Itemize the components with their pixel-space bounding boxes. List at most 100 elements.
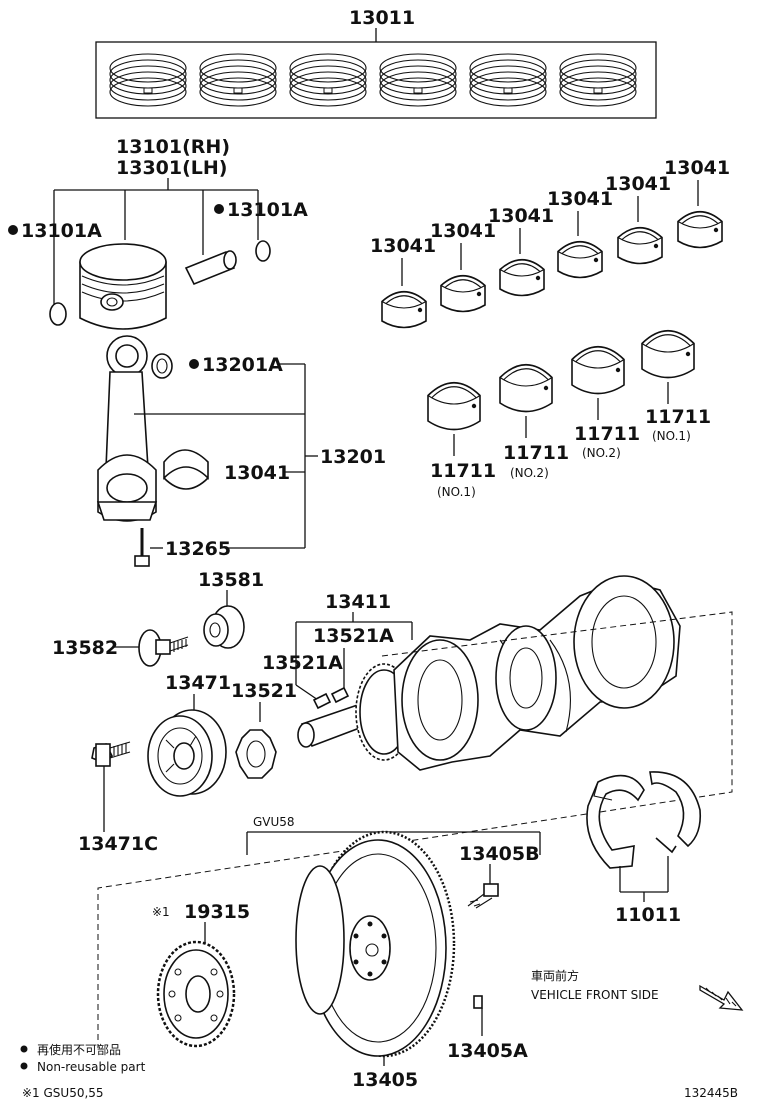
piston-ring-icon bbox=[559, 53, 637, 107]
label-13405a: 13405A bbox=[447, 1040, 528, 1062]
diagram-id: 132445B bbox=[684, 1086, 738, 1100]
label-13041-6: 13041 bbox=[664, 157, 730, 179]
label-11711-no2-right-sub: (NO.2) bbox=[582, 446, 621, 460]
bearing-shell-icon bbox=[641, 330, 695, 379]
piston-ring-icon bbox=[469, 53, 547, 107]
label-11711-no2-left: 11711 bbox=[503, 442, 569, 464]
sprocket-icon bbox=[235, 729, 277, 779]
piston-pin-icon bbox=[184, 250, 237, 286]
snap-ring-icon bbox=[255, 240, 271, 262]
bearing-shell-icon bbox=[499, 364, 553, 413]
label-13581: 13581 bbox=[198, 569, 264, 591]
conrod-bearing-icon bbox=[163, 449, 209, 490]
crankshaft-icon bbox=[297, 575, 681, 771]
connecting-rod-group[interactable]: 13201A 13041 13265 13201 bbox=[96, 335, 386, 567]
label-13101a-right: 13101A bbox=[227, 199, 308, 221]
label-13041-1: 13041 bbox=[370, 235, 436, 257]
crankshaft[interactable]: 13411 13521A 13521A bbox=[262, 575, 681, 771]
label-13582: 13582 bbox=[52, 637, 118, 659]
bearing-shell-icon bbox=[677, 210, 723, 249]
label-13041-5: 13041 bbox=[605, 173, 671, 195]
bearing-shell-icon bbox=[557, 240, 603, 279]
label-19315: 19315 bbox=[184, 901, 250, 923]
signal-plate[interactable]: ※1 19315 bbox=[152, 901, 250, 1048]
front-direction: 車両前方 VEHICLE FRONT SIDE bbox=[531, 968, 744, 1011]
label-13011: 13011 bbox=[349, 7, 415, 29]
flywheel-icon bbox=[295, 830, 456, 1058]
thrust-washer-icon bbox=[586, 771, 702, 869]
label-13411: 13411 bbox=[325, 591, 391, 613]
thrust-washer-set[interactable]: 11011 bbox=[586, 771, 702, 926]
piston-ring-set[interactable]: 13011 bbox=[95, 7, 657, 119]
dashed-boundary bbox=[97, 611, 733, 1048]
label-11711-no1-left: 11711 bbox=[430, 460, 496, 482]
flywheel-pin-icon bbox=[473, 995, 483, 1009]
conrod-bolt-icon bbox=[134, 528, 150, 567]
front-arrow-icon bbox=[699, 984, 744, 1011]
label-11011: 11011 bbox=[615, 904, 681, 926]
flywheel-bolt-icon bbox=[467, 883, 499, 909]
legend-jp: 再使用不可部品 bbox=[37, 1042, 121, 1057]
piston-ring-icon bbox=[199, 53, 277, 107]
label-13101a-left: 13101A bbox=[21, 220, 102, 242]
snap-ring-icon bbox=[49, 302, 67, 326]
label-13101rh: 13101(RH) bbox=[116, 136, 230, 158]
piston-group[interactable]: 13101(RH) 13301(LH) 13101A 13101A bbox=[8, 136, 308, 330]
bearing-shell-icon bbox=[617, 226, 663, 265]
pulley-washer[interactable]: 13581 bbox=[198, 569, 264, 649]
pulley-bolt-sub[interactable]: 13471C bbox=[78, 741, 158, 855]
non-reusable-marker-icon bbox=[8, 225, 18, 235]
non-reusable-marker-icon bbox=[214, 204, 224, 214]
flywheel-group[interactable]: GVU58 13405B 13405A bbox=[246, 815, 541, 1091]
label-11711-no2-left-sub: (NO.2) bbox=[510, 466, 549, 480]
label-11711-no2-right: 11711 bbox=[574, 423, 640, 445]
washer-icon bbox=[203, 605, 245, 649]
label-13041-3: 13041 bbox=[488, 205, 554, 227]
crank-pulley[interactable]: 13471 bbox=[147, 672, 231, 797]
pulley-icon bbox=[147, 709, 227, 797]
legend-marker-icon bbox=[20, 1062, 28, 1070]
label-gvu58: GVU58 bbox=[253, 815, 295, 829]
label-13041-4: 13041 bbox=[547, 188, 613, 210]
bearing-shell-icon bbox=[499, 258, 545, 297]
legend-marker-icon bbox=[20, 1045, 28, 1053]
piston-ring-icon bbox=[379, 53, 457, 107]
label-13471: 13471 bbox=[165, 672, 231, 694]
front-jp-label: 車両前方 bbox=[531, 968, 579, 983]
crank-key-icon bbox=[312, 686, 350, 710]
connecting-rod-icon bbox=[96, 335, 158, 522]
bearing-shell-icon bbox=[571, 346, 625, 395]
front-en-label: VEHICLE FRONT SIDE bbox=[531, 988, 659, 1002]
legend-en: Non-reusable part bbox=[37, 1060, 146, 1074]
label-13405b: 13405B bbox=[459, 843, 540, 865]
label-13521a-upper: 13521A bbox=[313, 625, 394, 647]
footnote: ※1 GSU50,55 bbox=[22, 1086, 104, 1100]
bearing-shell-icon bbox=[440, 274, 486, 313]
label-13265: 13265 bbox=[165, 538, 231, 560]
label-13521: 13521 bbox=[231, 680, 297, 702]
legend: 再使用不可部品 Non-reusable part ※1 GSU50,55 13… bbox=[20, 1042, 738, 1100]
bearings-11711[interactable]: 11711 (NO.1) 11711 (NO.2) 11711 (NO.2) 1… bbox=[427, 330, 711, 499]
piston-icon bbox=[79, 243, 167, 330]
signal-plate-icon bbox=[156, 940, 236, 1048]
label-13521a-lower: 13521A bbox=[262, 652, 343, 674]
piston-ring-icon bbox=[289, 53, 367, 107]
bearings-13041[interactable]: 13041 13041 13041 13041 13041 13041 bbox=[370, 157, 730, 329]
label-13405: 13405 bbox=[352, 1069, 418, 1091]
label-13201a: 13201A bbox=[202, 354, 283, 376]
label-13301lh: 13301(LH) bbox=[116, 157, 227, 179]
label-13471c: 13471C bbox=[78, 833, 158, 855]
label-11711-no1-right-sub: (NO.1) bbox=[652, 429, 691, 443]
bearing-shell-icon bbox=[427, 382, 481, 431]
label-11711-no1-left-sub: (NO.1) bbox=[437, 485, 476, 499]
label-11711-no1-right: 11711 bbox=[645, 406, 711, 428]
pulley-bolt[interactable]: 13582 bbox=[52, 629, 189, 667]
bolt-icon bbox=[138, 629, 189, 667]
non-reusable-marker-icon bbox=[189, 359, 199, 369]
bolt-icon bbox=[91, 741, 131, 767]
bearing-shell-icon bbox=[381, 290, 427, 329]
label-13041-conrod: 13041 bbox=[224, 462, 290, 484]
label-19315-prefix: ※1 bbox=[152, 905, 170, 919]
crank-sprocket[interactable]: 13521 bbox=[231, 680, 297, 779]
